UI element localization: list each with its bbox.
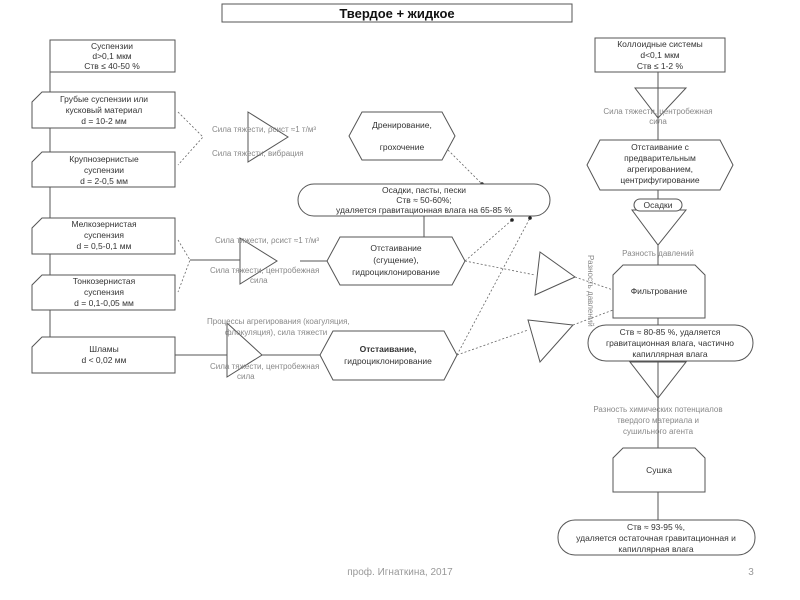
- node-text: Cтв ≈ 93-95 %,: [627, 522, 685, 532]
- force-label: твердого материала и: [617, 416, 699, 425]
- node-text: Осадки: [643, 200, 672, 210]
- node-text: Коллоидные системы: [617, 39, 703, 49]
- node-text: гидроциклонирование: [352, 267, 440, 277]
- node-text: d<0,1 мкм: [640, 50, 679, 60]
- node-drying-result: [557, 519, 756, 556]
- node-text: капиллярная влага: [618, 544, 694, 554]
- force-triangle: [239, 237, 278, 285]
- node-text: d = 10-2 мм: [81, 116, 127, 126]
- page-number: 3: [748, 567, 754, 578]
- node-text: Cтв ≈ 50-60%;: [396, 195, 452, 205]
- node-text: удаляется гравитационная влага на 65-85 …: [336, 205, 512, 215]
- footer-author: проф. Игнаткина, 2017: [347, 566, 453, 578]
- force-triangle: [628, 361, 688, 399]
- connector: [177, 111, 204, 166]
- node-text: Суспензии: [91, 41, 133, 51]
- node-text: Сушка: [646, 465, 672, 475]
- node-drying: [612, 447, 706, 493]
- force-label: Сила тяжести, центробежная: [210, 266, 319, 275]
- node-text: d = 0,5-0,1 мм: [77, 241, 132, 251]
- node-settling-agg: [586, 139, 734, 191]
- node-text: капиллярная влага: [632, 349, 708, 359]
- node-text: Тонкозернистая: [73, 276, 136, 286]
- force-label: Сила тяжести, центробежная: [210, 362, 319, 371]
- connector: [447, 149, 483, 185]
- node-large-grain: [31, 151, 176, 188]
- node-text: (сгущение),: [373, 255, 418, 265]
- force-label: сила: [237, 372, 255, 381]
- node-text: суспензии: [84, 165, 124, 175]
- force-triangle: [631, 209, 688, 246]
- node-text: гидроциклонирование: [344, 356, 432, 366]
- node-text: грохочение: [380, 142, 425, 152]
- node-text: Cтв ≈ 80-85 %, удаляется: [620, 327, 721, 337]
- node-text: Грубые суспензии или: [60, 94, 148, 104]
- force-label: сушильного агента: [623, 427, 694, 436]
- node-text: Мелкозернистая: [71, 219, 137, 229]
- node-text: d = 2-0,5 мм: [80, 176, 128, 186]
- node-text: Cтв ≤ 1-2 %: [637, 61, 684, 71]
- node-text: суспензия: [84, 287, 124, 297]
- node-text: d = 0,1-0,05 мм: [74, 298, 134, 308]
- node-text: центрифугирование: [620, 175, 700, 185]
- node-suspensions: [49, 39, 176, 73]
- node-text: предварительным: [624, 153, 696, 163]
- force-label: Разность химических потенциалов: [593, 405, 722, 414]
- node-text: удаляется остаточная гравитационная и: [576, 533, 736, 543]
- node-text: Отстаивание: [370, 243, 422, 253]
- node-text: гравитационная влага, частично: [606, 338, 734, 348]
- page-title: Твердое + жидкое: [339, 6, 454, 21]
- node-text: Крупнозернистые: [69, 154, 139, 164]
- node-text: агрегированием,: [627, 164, 693, 174]
- force-label: Сила тяжести, ρсист ≈1 т/м³: [215, 236, 319, 245]
- node-text: Отстаивание,: [360, 344, 417, 354]
- force-label: Сила тяжести, ρсист ≈1 т/м³: [212, 125, 316, 134]
- force-label: сила: [649, 117, 667, 126]
- force-triangle: [633, 87, 688, 119]
- node-text: Шламы: [89, 344, 118, 354]
- force-triangle: [527, 319, 575, 364]
- force-triangle: [226, 321, 263, 378]
- node-text: Cтв ≤ 40-50 %: [84, 61, 140, 71]
- force-triangle: [534, 251, 576, 296]
- node-slimes: [31, 336, 176, 374]
- title-box: [221, 3, 573, 23]
- node-text: Дренирование,: [372, 120, 432, 130]
- node-settling-2: [319, 330, 458, 381]
- force-label: Сила тяжести, центробежная: [603, 107, 712, 116]
- force-label: сила: [250, 276, 268, 285]
- connector: [177, 239, 191, 293]
- force-label: Процессы агрегирования (коагуляция,: [207, 317, 350, 326]
- node-text: d>0,1 мкм: [92, 51, 131, 61]
- force-triangle: [247, 111, 289, 163]
- node-coarse: [31, 91, 176, 129]
- node-text: кусковый материал: [66, 105, 143, 115]
- force-label: флокуляция), сила тяжести: [225, 328, 327, 337]
- force-label: Сила тяжести, вибрация: [212, 149, 304, 158]
- node-text: d < 0,02 мм: [81, 355, 126, 365]
- node-filtration: [612, 264, 706, 319]
- node-text: Осадки, пасты, пески: [382, 185, 466, 195]
- node-settling-1: [326, 236, 466, 286]
- node-text: Фильтрование: [631, 286, 688, 296]
- node-thin-grain: [31, 274, 176, 311]
- node-text: суспензия: [84, 230, 124, 240]
- node-draining: [348, 111, 456, 161]
- force-label: Разность давлений: [622, 249, 694, 258]
- node-colloids: [594, 37, 726, 73]
- force-label: Разность давлений: [586, 255, 595, 327]
- node-filtration-result: [587, 324, 754, 362]
- node-fine-grain: [31, 217, 176, 255]
- tag-sediments: [633, 198, 683, 212]
- node-text: Отстаивание с: [631, 142, 690, 152]
